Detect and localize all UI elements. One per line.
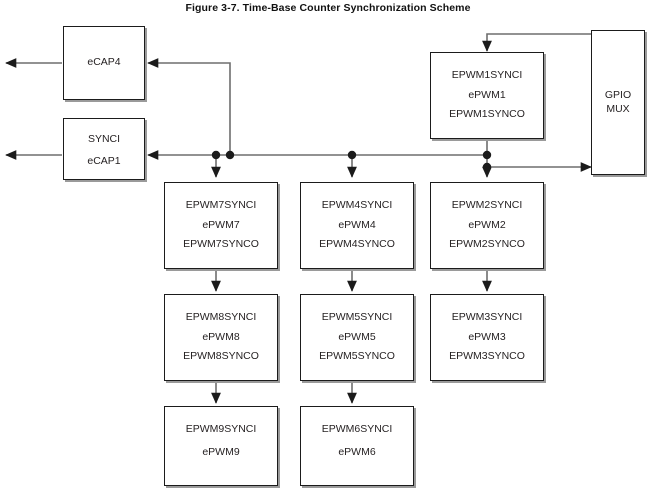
gpio-mux-line-2: MUX xyxy=(606,102,630,115)
gpio-mux-line-1: GPIO xyxy=(604,89,632,102)
epwm5-label: ePWM5 xyxy=(338,330,376,343)
epwm2-label: ePWM2 xyxy=(468,218,506,231)
epwm2-sync-out-label: EPWM2SYNCO xyxy=(449,238,525,251)
junction-dot-ecap4-riser xyxy=(225,150,235,160)
block-ecap4[interactable]: eCAP4 xyxy=(63,26,145,100)
junction-dot-epwm7 xyxy=(211,150,221,160)
junction-dot-epwm4 xyxy=(347,150,357,160)
epwm7-label: ePWM7 xyxy=(202,218,240,231)
block-epwm2[interactable]: EPWM2SYNCI ePWM2 EPWM2SYNCO xyxy=(430,182,544,269)
wire-gpiomux-to-epwm1 xyxy=(482,33,591,52)
block-epwm1[interactable]: EPWM1SYNCI ePWM1 EPWM1SYNCO xyxy=(430,52,544,139)
epwm6-label: ePWM6 xyxy=(338,446,376,459)
block-epwm7[interactable]: EPWM7SYNCI ePWM7 EPWM7SYNCO xyxy=(164,182,278,269)
block-epwm4[interactable]: EPWM4SYNCI ePWM4 EPWM4SYNCO xyxy=(300,182,414,269)
epwm9-sync-in-label: EPWM9SYNCI xyxy=(185,423,257,435)
block-epwm9[interactable]: EPWM9SYNCI ePWM9 xyxy=(164,406,278,486)
block-epwm5[interactable]: EPWM5SYNCI ePWM5 EPWM5SYNCO xyxy=(300,294,414,381)
epwm3-label: ePWM3 xyxy=(468,330,506,343)
epwm1-sync-out-label: EPWM1SYNCO xyxy=(449,108,525,121)
epwm5-sync-in-label: EPWM5SYNCI xyxy=(321,311,393,324)
epwm4-sync-in-label: EPWM4SYNCI xyxy=(321,199,393,212)
epwm8-sync-in-label: EPWM8SYNCI xyxy=(185,311,257,324)
epwm4-label: ePWM4 xyxy=(338,218,376,231)
epwm3-sync-out-label: EPWM3SYNCO xyxy=(449,350,525,363)
epwm5-sync-out-label: EPWM5SYNCO xyxy=(319,350,395,363)
block-gpio-mux[interactable]: GPIO MUX xyxy=(591,30,645,175)
epwm3-sync-in-label: EPWM3SYNCI xyxy=(451,311,523,324)
epwm7-sync-in-label: EPWM7SYNCI xyxy=(185,199,257,212)
epwm8-sync-out-label: EPWM8SYNCO xyxy=(183,350,259,363)
epwm1-sync-in-label: EPWM1SYNCI xyxy=(451,69,523,82)
block-ecap1[interactable]: SYNCI eCAP1 xyxy=(63,118,145,180)
epwm2-sync-in-label: EPWM2SYNCI xyxy=(451,199,523,212)
epwm7-sync-out-label: EPWM7SYNCO xyxy=(183,238,259,251)
junction-dot-bus-epwm1 xyxy=(482,150,492,160)
epwm4-sync-out-label: EPWM4SYNCO xyxy=(319,238,395,251)
block-epwm3[interactable]: EPWM3SYNCI ePWM3 EPWM3SYNCO xyxy=(430,294,544,381)
ecap4-label: eCAP4 xyxy=(87,56,121,69)
figure-title: Figure 3-7. Time-Base Counter Synchroniz… xyxy=(185,2,471,14)
block-epwm8[interactable]: EPWM8SYNCI ePWM8 EPWM8SYNCO xyxy=(164,294,278,381)
wire-bus-to-ecap4 xyxy=(147,58,231,155)
epwm9-label: ePWM9 xyxy=(202,446,240,459)
epwm8-label: ePWM8 xyxy=(202,330,240,343)
ecap1-label: eCAP1 xyxy=(87,154,121,167)
ecap1-sync-in-label: SYNCI xyxy=(87,132,121,145)
junction-dot-gpiomux-tap xyxy=(482,162,492,172)
block-epwm6[interactable]: EPWM6SYNCI ePWM6 xyxy=(300,406,414,486)
epwm6-sync-in-label: EPWM6SYNCI xyxy=(321,423,393,435)
epwm1-label: ePWM1 xyxy=(468,88,506,101)
